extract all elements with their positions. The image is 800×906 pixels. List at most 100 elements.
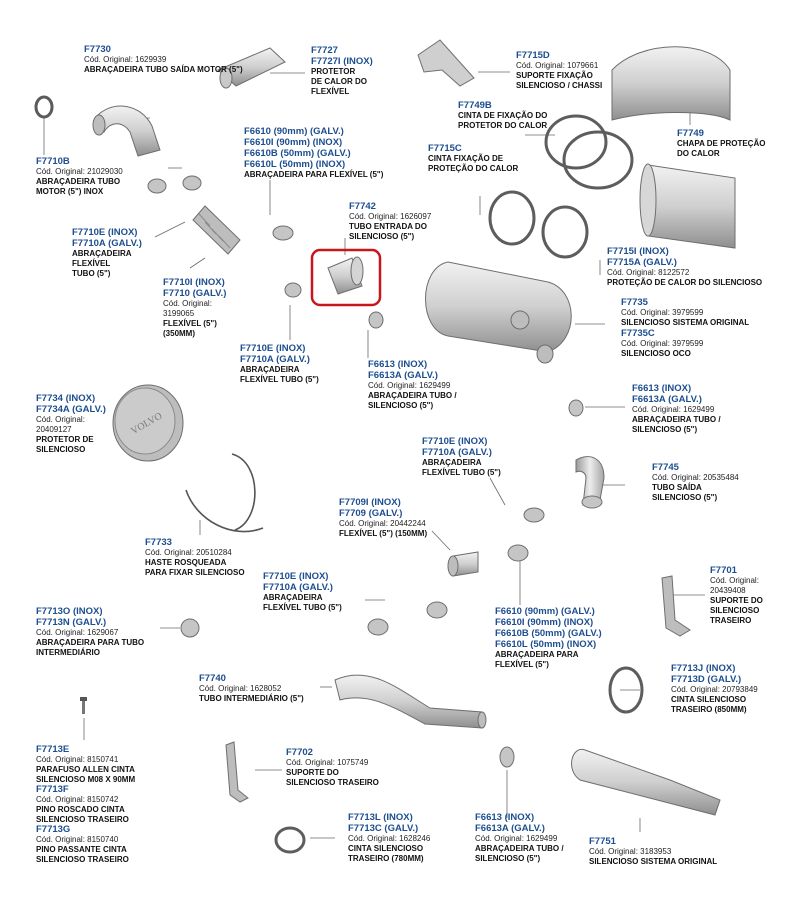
part-code: F6610L (50mm) (INOX) <box>495 639 597 650</box>
part-label-f7734: F7734 (INOX)F7734A (GALV.)Cód. Original:… <box>36 393 106 455</box>
part-code: F7710A (GALV.) <box>422 447 492 458</box>
part-label-f6613-c: F6613 (INOX)F6613A (GALV.)Cód. Original:… <box>475 812 564 864</box>
original-code: Cód. Original: 3183953 <box>589 847 672 856</box>
original-code: Cód. Original: 3979599 <box>621 308 704 317</box>
part-description: SILENCIOSO (5") <box>349 232 415 241</box>
part-label-f7713o: F7713O (INOX)F7713N (GALV.)Cód. Original… <box>36 606 144 658</box>
part-description: TRASEIRO <box>710 616 752 625</box>
part-code: F7710A (GALV.) <box>72 238 142 249</box>
part-code: F7710E (INOX) <box>240 343 306 354</box>
part-description: TUBO SAÍDA <box>652 483 702 492</box>
part-code: F7749 <box>677 128 704 139</box>
original-code: Cód. Original: 1628052 <box>199 684 282 693</box>
original-code: Cód. Original: 3979599 <box>621 339 704 348</box>
part-description: FLEXÍVEL TUBO (5") <box>263 603 342 612</box>
part-description: FLEXÍVEL (5") (150mm) <box>339 529 428 538</box>
original-code: Cód. Original: 1629939 <box>84 55 167 64</box>
clamp-icon <box>499 746 515 768</box>
part-description: (350mm) <box>163 329 196 338</box>
bolt-icon <box>80 697 87 714</box>
part-description: MOTOR (5") INOX <box>36 187 104 196</box>
part-code: F7727 <box>311 45 338 56</box>
original-code: Cód. Original: 1079661 <box>516 61 599 70</box>
part-description: PROTETOR DO CALOR <box>458 121 548 130</box>
part-description: SILENCIOSO <box>36 445 86 454</box>
part-code: F7713E <box>36 744 70 755</box>
part-description: SUPORTE DO <box>286 768 339 777</box>
original-code: Cód. Original: <box>710 576 759 585</box>
heat-plate-icon <box>611 46 731 121</box>
part-code: F7709I (INOX) <box>339 497 401 508</box>
part-code: F7713D (GALV.) <box>671 674 742 685</box>
part-code: F6613A (GALV.) <box>368 370 438 381</box>
part-description: TUBO (5") <box>72 269 111 278</box>
part-description: TRASEIRO (850mm) <box>671 705 747 714</box>
part-description: SILENCIOSO (5") <box>652 493 718 502</box>
original-code: Cód. Original: 1629067 <box>36 628 119 637</box>
part-code: F7713J (INOX) <box>671 663 736 674</box>
part-code: F7715D <box>516 50 550 61</box>
part-description: ABRAÇADEIRA TUBO SAÍDA MOTOR (5") <box>84 65 243 74</box>
part-description: CINTA SILENCIOSO <box>671 695 747 704</box>
original-code: Cód. Original: 1629499 <box>475 834 558 843</box>
part-code: F7715A (GALV.) <box>607 257 677 268</box>
part-code: F7713O (INOX) <box>36 606 103 617</box>
strap-icon <box>488 190 589 259</box>
part-description: FLEXÍVEL TUBO (5") <box>240 375 319 384</box>
part-code: F6613 (INOX) <box>475 812 535 823</box>
part-description: DO CALOR <box>677 149 720 158</box>
part-description: ABRAÇADEIRA TUBO / <box>368 391 457 400</box>
clamp-icon <box>147 175 202 194</box>
clamp-icon <box>180 618 200 638</box>
original-code: Cód. Original: 1629499 <box>368 381 451 390</box>
original-code: 3199065 <box>163 309 195 318</box>
part-code: F7701 <box>710 565 737 576</box>
part-description: ABRAÇADEIRA <box>72 249 132 258</box>
original-code: Cód. Original: 1626097 <box>349 212 432 221</box>
part-description: PARA FIXAR SILENCIOSO <box>145 568 245 577</box>
part-description: ABRAÇADEIRA TUBO / <box>475 844 564 853</box>
part-code: F6610I (90mm) (INOX) <box>244 137 343 148</box>
part-description: ABRAÇADEIRA <box>263 593 323 602</box>
part-description: TUBO INTERMEDIÁRIO (5") <box>199 694 304 703</box>
part-code: F7751 <box>589 836 616 847</box>
part-description: ABRAÇADEIRA TUBO <box>36 177 121 186</box>
part-code: F7710E (INOX) <box>72 227 138 238</box>
original-code: Cód. Original: <box>163 299 212 308</box>
part-description: SILENCIOSO TRASEIRO <box>286 778 379 787</box>
intermediate-pipe-icon <box>334 674 487 729</box>
part-code: F7727I (INOX) <box>311 56 373 67</box>
part-description: PARAFUSO ALLEN CINTA <box>36 765 135 774</box>
part-code: F6613 (INOX) <box>632 383 692 394</box>
part-label-f6610-top: F6610 (90mm) (GALV.)F6610I (90mm) (INOX)… <box>244 126 383 180</box>
part-code: F7702 <box>286 747 313 758</box>
clamp-icon <box>507 544 529 562</box>
part-code: F7710E (INOX) <box>422 436 488 447</box>
part-code: F7742 <box>349 201 376 212</box>
clamp-icon <box>367 601 448 636</box>
original-code: Cód. Original: 20793849 <box>671 685 758 694</box>
part-code: F7710 (GALV.) <box>163 288 227 299</box>
original-code: Cód. Original: 1628246 <box>348 834 431 843</box>
part-code: F7715C <box>428 143 462 154</box>
part-description: SILENCIOSO (5") <box>368 401 434 410</box>
part-code: F6610 (90mm) (GALV.) <box>495 606 595 617</box>
part-description: PROTEÇÃO DE CALOR DO SILENCIOSO <box>607 278 763 287</box>
part-description: FLEXÍVEL TUBO (5") <box>422 468 501 477</box>
original-code: Cód. Original: 8150740 <box>36 835 119 844</box>
clamp-icon <box>523 507 545 523</box>
original-code: Cód. Original: 8150742 <box>36 795 119 804</box>
original-code: Cód. Original: <box>36 415 85 424</box>
part-label-f6613-a: F6613 (INOX)F6613A (GALV.)Cód. Original:… <box>368 359 457 411</box>
original-code: Cód. Original: 8150741 <box>36 755 119 764</box>
part-code: F6613 (INOX) <box>368 359 428 370</box>
